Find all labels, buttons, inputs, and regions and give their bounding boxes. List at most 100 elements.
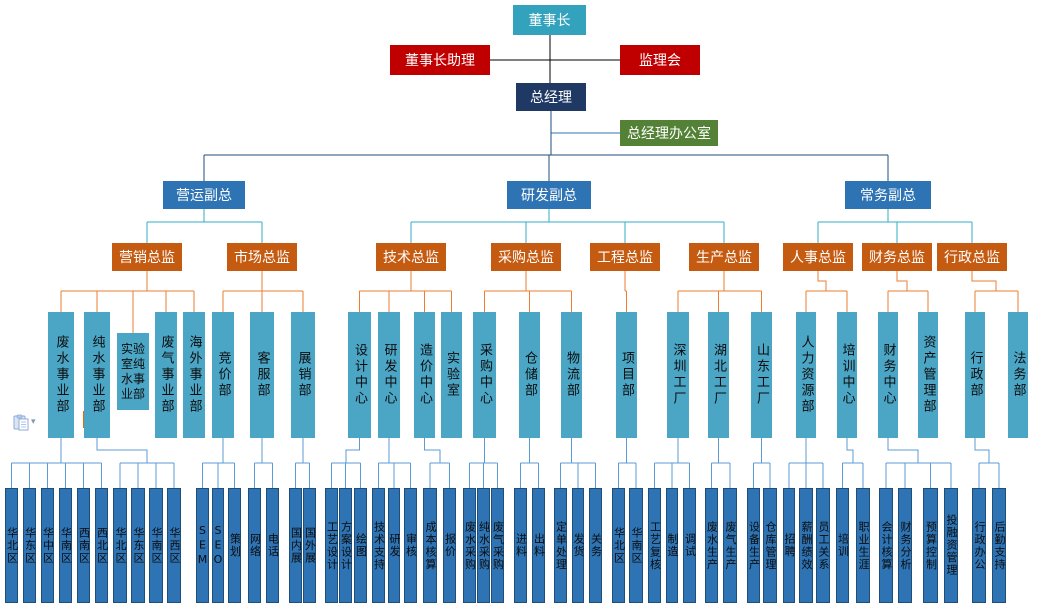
- org-node-label: 华南区: [630, 526, 643, 565]
- team-box: SEO: [211, 488, 225, 603]
- org-node-label: 方案设计: [339, 520, 353, 571]
- connector-line: [345, 438, 361, 463]
- org-node-label: 仓库管理: [764, 520, 777, 571]
- dept-box: 山东工厂: [751, 312, 772, 438]
- connector-line: [896, 271, 908, 291]
- org-node-label: 总经理: [530, 90, 572, 106]
- team-box: 华南区: [149, 488, 163, 603]
- team-box: 废水生产: [705, 488, 719, 603]
- org-node-label: 废水采购: [463, 520, 477, 571]
- org-node-label: 调试: [683, 533, 697, 558]
- org-node-label: 网络: [248, 533, 262, 558]
- org-node-label: 采购中心: [477, 343, 492, 407]
- org-node-label: 研发: [388, 533, 401, 558]
- org-node-label: 人事总监: [790, 250, 846, 266]
- org-node-label: 西南区: [77, 526, 91, 565]
- dept-box: 研发中心: [378, 312, 400, 438]
- team-box: 华东区: [23, 488, 37, 603]
- paste-options-icon[interactable]: ▾: [13, 413, 43, 431]
- org-node-label: 培训: [836, 533, 850, 558]
- director-box: 技术总监: [376, 243, 446, 271]
- team-box: 华北区: [612, 488, 626, 603]
- org-node-label: 华北区: [612, 526, 626, 565]
- chevron-down-icon[interactable]: ▾: [31, 416, 36, 427]
- team-box: 进料: [514, 488, 528, 603]
- dept-box: 物流部: [561, 312, 582, 438]
- dept-box: 海外事业部: [183, 312, 205, 438]
- dept-box: 湖北工厂: [708, 312, 729, 438]
- org-node-label: 出料: [532, 533, 546, 558]
- dept-box: 项目部: [616, 312, 637, 438]
- team-box: 华南区: [59, 488, 73, 603]
- org-node-label: 废水事业部: [53, 335, 69, 415]
- connector-line: [423, 438, 441, 463]
- team-box: 员工关系: [816, 488, 830, 603]
- org-node-label: SEO: [211, 523, 225, 568]
- org-node-label: 深圳工厂: [670, 343, 686, 407]
- org-node-label: 职业生涯: [857, 520, 870, 571]
- director-box: 生产总监: [689, 243, 759, 271]
- org-node-label: 湖北工厂: [711, 343, 726, 407]
- vp-box: 常务副总: [845, 181, 931, 209]
- org-node-label: 薪酬绩效: [800, 520, 813, 571]
- dept-box: 客服部: [250, 312, 274, 438]
- dept-box: 培训中心: [837, 312, 857, 438]
- team-box: 薪酬绩效: [799, 488, 813, 603]
- team-box: 华西区: [167, 488, 181, 603]
- org-node-label: 绘图: [354, 533, 368, 558]
- org-node-label: 员工关系: [817, 520, 830, 571]
- team-box: 调试: [683, 488, 697, 603]
- org-node-label: 市场总监: [234, 250, 290, 266]
- org-node-label: 董事长助理: [405, 53, 475, 69]
- org-node-label: 海外事业部: [186, 335, 202, 415]
- team-box: 发货: [572, 488, 585, 603]
- dept-box: 法务部: [1008, 312, 1028, 438]
- team-box: 成本核算: [423, 488, 437, 603]
- team-box: 出料: [532, 488, 546, 603]
- connector-line: [971, 271, 997, 291]
- team-box: 会计核算: [879, 488, 893, 603]
- org-node-label: 人力资源部: [798, 335, 814, 415]
- general-manager-box: 总经理: [516, 83, 586, 111]
- org-node-label: 定单处理: [554, 520, 568, 571]
- director-box: 财务总监: [862, 243, 932, 271]
- org-node-label: 行政办公: [973, 520, 986, 571]
- org-node-label: 实验室纯水事业部: [120, 341, 145, 401]
- org-node-label: 客服部: [254, 351, 270, 399]
- team-box: 绘图: [354, 488, 368, 603]
- team-box: 国内展: [289, 488, 303, 603]
- org-node-label: 董事长: [528, 13, 571, 29]
- director-box: 行政总监: [937, 243, 1007, 271]
- org-node-label: 常务副总: [860, 188, 916, 204]
- org-node-label: 纯水采购: [477, 520, 491, 571]
- dept-box: 资产管理部: [918, 312, 938, 438]
- team-box: 纯水采购: [477, 488, 491, 603]
- dept-box: 展销部: [291, 312, 315, 438]
- org-node-label: 电话: [266, 533, 280, 558]
- org-node-label: 成本核算: [424, 520, 437, 571]
- team-box: 国外展: [303, 488, 317, 603]
- team-box: 关务: [589, 488, 603, 603]
- team-box: 华北区: [113, 488, 127, 603]
- org-node-label: 生产总监: [696, 250, 752, 266]
- org-node-label: 后勤支持: [993, 520, 1006, 571]
- dept-box: 深圳工厂: [667, 312, 689, 438]
- org-node-label: 营销总监: [119, 250, 175, 266]
- connector-line: [846, 438, 854, 463]
- dept-box: 采购中心: [473, 312, 496, 438]
- org-node-label: 行政部: [967, 351, 983, 399]
- supervisory-board-box: 监理会: [620, 45, 700, 75]
- dept-box: 实验室纯水事业部: [117, 333, 149, 410]
- team-box: 设备生产: [747, 488, 761, 603]
- org-node-label: 招聘: [783, 533, 796, 558]
- org-node-label: 技术总监: [383, 250, 439, 266]
- gm-office-box: 总经理办公室: [620, 120, 718, 146]
- org-node-label: 工程总监: [597, 250, 653, 266]
- org-node-label: 工艺设计: [325, 520, 339, 571]
- dept-box: 人力资源部: [796, 312, 816, 438]
- org-node-label: 营运副总: [176, 188, 232, 204]
- org-node-label: 行政总监: [944, 250, 1000, 266]
- org-node-label: 实验室: [444, 351, 459, 399]
- team-box: 华中区: [41, 488, 55, 603]
- org-node-label: 造价中心: [417, 343, 432, 407]
